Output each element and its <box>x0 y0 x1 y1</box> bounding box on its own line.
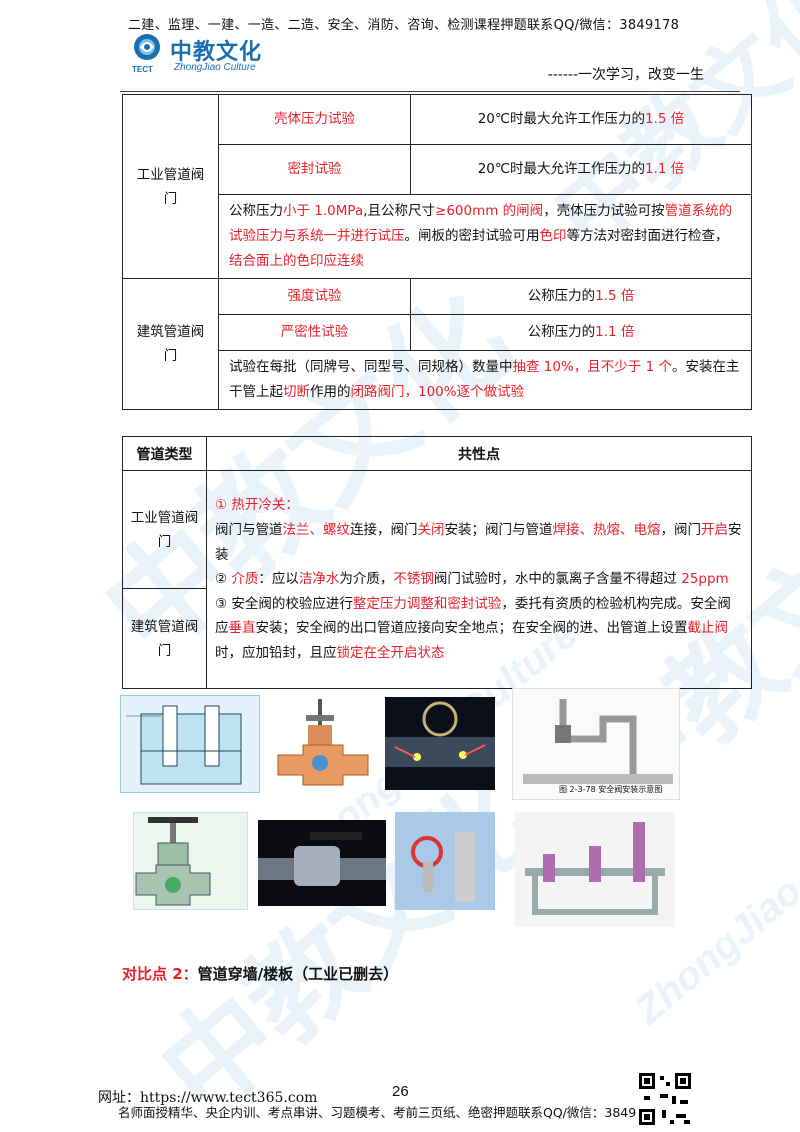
highlight-text: 开启 <box>701 522 728 539</box>
flange-valve-diagram <box>120 695 260 793</box>
valve-test-table: 工业管道阀门 壳体压力试验 20℃时最大允许工作压力的1.5 倍 密封试验 20… <box>122 94 752 410</box>
watermark: 中教文化 <box>138 759 555 1132</box>
text-run: 阀门与管道 <box>215 522 283 539</box>
highlight-text: 色印 <box>539 228 567 244</box>
pipe-welding-photo <box>385 697 495 790</box>
text-run: ，阀门 <box>660 522 702 539</box>
col-header-common: 共性点 <box>206 436 752 471</box>
text-run: ③ 安全阀的校验应进行 <box>215 595 353 612</box>
text-run: ，委托有资质的检验机构完成。安全阀应 <box>215 595 731 637</box>
text-run: 安装；安全阀的出口管道应接向安全地点；在安全阀的进、出管道上设置 <box>255 620 688 637</box>
gate-valve-cutaway <box>268 695 378 793</box>
test-value: 公称压力的1.1 倍 <box>410 314 752 351</box>
footer-contact-line: 名师面授精华、央企内训、考点串讲、习题模考、考前三页纸、绝密押题联系QQ/微信：… <box>118 1105 661 1120</box>
text-run: 公称压力 <box>229 203 283 219</box>
highlight-text: 闭路阀门，100%逐个做试验 <box>350 384 525 400</box>
highlight-text: 切断 <box>283 384 310 400</box>
logo-subtext: ZhongJiao Culture <box>174 62 256 73</box>
text-run: ，壳体压力试验可按 <box>543 203 665 219</box>
test-value: 20℃时最大允许工作压力的1.5 倍 <box>410 94 752 145</box>
qr-code-icon <box>636 1070 694 1128</box>
contrast-heading: 对比点 2：管道穿墙/楼板（工业已删去） <box>122 963 398 984</box>
text-run: 安装；阀门与管道 <box>444 522 553 539</box>
text-run: 。安装在主干管上起 <box>229 359 740 400</box>
highlight-text: 法兰、螺纹 <box>282 522 351 539</box>
text-run: 阀门试验时，水中的氯离子含量不得超过 <box>433 571 682 588</box>
contrast-title: 管道穿墙/楼板（工业已删去） <box>197 965 399 983</box>
text-run: 时，应加铅封，且应 <box>215 644 337 661</box>
text-run: ② <box>215 571 232 588</box>
building-note: 试验在每批（同牌号、同型号、同规格）数量中抽查 10%，且不少于 1 个。安装在… <box>218 350 752 410</box>
highlight-text: 关闭 <box>417 522 445 539</box>
text-run: ：应以 <box>258 571 299 588</box>
header-contact-line: 二建、监理、一建、一造、二造、安全、消防、咨询、检测课程押题联系QQ/微信：38… <box>128 18 680 33</box>
header-divider <box>120 91 740 92</box>
text-run: 。闸板的密封试验可用 <box>404 228 540 244</box>
ball-valve-photo <box>258 820 386 906</box>
text-run: 作用的 <box>310 384 351 400</box>
highlight-text: 锁定在全开启状态 <box>336 644 445 661</box>
test-item: 壳体压力试验 <box>218 94 411 145</box>
text-run: 安装 <box>215 522 742 563</box>
text-run: 试验在每批（同牌号、同型号、同规格）数量中 <box>229 359 513 375</box>
category-industrial: 工业管道阀门 <box>122 94 219 279</box>
common-points-body: ① 热开冷关： 阀门与管道法兰、螺纹连接，阀门关闭安装；阀门与管道焊接、热熔、电… <box>206 470 752 689</box>
test-value: 20℃时最大允许工作压力的1.1 倍 <box>410 144 752 195</box>
logo-emblem-icon <box>134 34 160 60</box>
common-points-table: 管道类型 共性点 工业管道阀门 ① 热开冷关： 阀门与管道法兰、螺纹连接，阀门关… <box>122 436 752 689</box>
safety-valve-install-diagram: 图 2-3-78 安全阀安装示意图 <box>512 688 680 800</box>
logo: TECT 中教文化 ZhongJiao Culture <box>128 32 268 76</box>
valve-assembly-drawing <box>515 812 675 927</box>
industrial-note: 公称压力小于 1.0MPa,且公称尺寸≥600mm 的闸阀，壳体压力试验可按管道… <box>218 194 752 279</box>
slogan: ------一次学习，改变一生 <box>547 67 704 83</box>
category-building: 建筑管道阀门 <box>122 588 207 689</box>
highlight-text: 洁净水 <box>298 571 340 588</box>
highlight-text: 垂直 <box>228 620 256 637</box>
text-run: 连接，阀门 <box>350 522 418 539</box>
globe-valve-cutaway <box>133 812 248 910</box>
col-header-type: 管道类型 <box>122 436 207 471</box>
highlight-text: ① 热开冷关： <box>215 497 299 514</box>
test-item: 密封试验 <box>218 144 411 195</box>
figure-caption: 图 2-3-78 安全阀安装示意图 <box>559 785 663 794</box>
category-building: 建筑管道阀门 <box>122 278 219 410</box>
highlight-text: 抽查 10%，且不少于 1 个 <box>512 359 672 375</box>
contrast-prefix: 对比点 2： <box>122 965 198 983</box>
test-value: 公称压力的1.5 倍 <box>410 278 752 315</box>
text-run: 等方法对密封面进行检查， <box>566 228 729 244</box>
highlight-text: 整定压力调整和密封试验 <box>352 595 502 612</box>
logo-tect: TECT <box>132 65 153 74</box>
highlight-text: 不锈钢 <box>393 571 434 588</box>
highlight-text: 25ppm <box>681 571 729 588</box>
logo-text: 中教文化 <box>170 40 263 65</box>
page-number: 26 <box>392 1083 409 1100</box>
highlight-text: 焊接、热熔、电熔 <box>552 522 661 539</box>
wheel-valve-photo <box>395 812 495 910</box>
test-item: 强度试验 <box>218 278 411 315</box>
highlight-text: 结合面上的色印应连续 <box>229 253 364 269</box>
highlight-text: 管道系统的试验压力与系统一并进行试压 <box>229 203 733 244</box>
text-run: 为介质， <box>339 571 394 588</box>
highlight-text: 截止阀 <box>687 620 729 637</box>
category-industrial: 工业管道阀门 <box>122 470 207 589</box>
highlight-text: 小于 1.0MPa <box>283 203 364 219</box>
highlight-text: 介质 <box>231 571 259 588</box>
footer-url: 网址：https://www.tect365.com <box>98 1090 318 1106</box>
text-run: ,且公称尺寸 <box>363 203 436 219</box>
test-item: 严密性试验 <box>218 314 411 351</box>
highlight-text: ≥600mm 的闸阀 <box>435 203 544 219</box>
